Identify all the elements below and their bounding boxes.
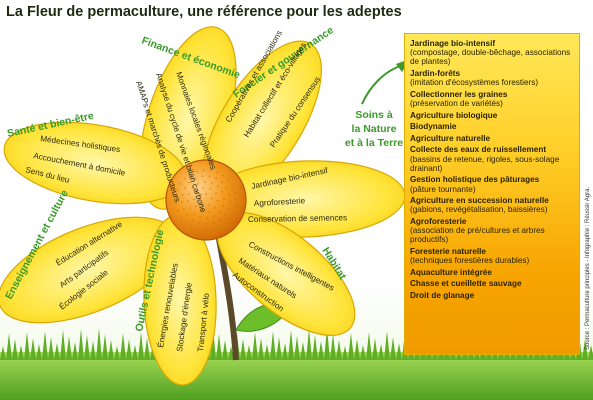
- flower-center-texture: [175, 169, 237, 231]
- page-title: La Fleur de permaculture, une référence …: [6, 4, 402, 20]
- practice-detail: (compostage, double-bêchage, association…: [410, 48, 571, 67]
- practice-item: Jardinage bio-intensif(compostage, doubl…: [410, 39, 578, 67]
- practice-name: Aquaculture intégrée: [410, 267, 492, 277]
- practices-list: Jardinage bio-intensif(compostage, doubl…: [410, 39, 578, 303]
- practice-detail: (association de pré/cultures et arbres p…: [410, 226, 545, 245]
- practice-detail: (techniques forestières durables): [410, 256, 530, 266]
- nature-title-line-2: la Nature: [352, 123, 397, 135]
- practice-name: Droit de glanage: [410, 290, 475, 300]
- practice-item: Collecte des eaux de ruissellement(bassi…: [410, 145, 578, 173]
- practice-name: Foresterie naturelle: [410, 246, 486, 256]
- practice-name: Agriculture en succession naturelle: [410, 196, 549, 206]
- practice-item: Collectionner les graines(préservation d…: [410, 90, 578, 108]
- practice-item: Droit de glanage: [410, 291, 578, 300]
- practice-item: Agriculture naturelle: [410, 134, 578, 143]
- practice-detail: (gabions, revégétalisation, baissières): [410, 205, 548, 215]
- practice-name: Agroforesterie: [410, 216, 467, 226]
- source-credit: Source : Permaculture principles - Infog…: [585, 186, 591, 350]
- practice-item: Biodynamie: [410, 122, 578, 131]
- practice-name: Collecte des eaux de ruissellement: [410, 145, 547, 155]
- practice-name: Biodynamie: [410, 122, 457, 132]
- practice-item: Agroforesterie(association de pré/cultur…: [410, 217, 578, 245]
- practice-name: Agriculture naturelle: [410, 133, 491, 143]
- practice-detail: (imitation d'écosystèmes forestiers): [410, 78, 539, 88]
- nature-title-line-3: et à la Terre: [345, 137, 403, 149]
- flower-center: [165, 159, 247, 241]
- petal-item: Agroforesterie: [254, 196, 306, 208]
- practice-item: Jardin-forêts(imitation d'écosystèmes fo…: [410, 69, 578, 87]
- practice-item: Foresterie naturelle(techniques forestiè…: [410, 247, 578, 265]
- practices-panel: Jardinage bio-intensif(compostage, doubl…: [404, 33, 580, 355]
- practice-detail: (bassins de retenue, rigoles, sous-solag…: [410, 154, 560, 173]
- practice-name: Chasse et cueillette sauvage: [410, 279, 522, 289]
- practice-detail: (préservation de variétés): [410, 99, 503, 108]
- petal-item: Conservation de semences: [248, 213, 347, 224]
- practice-item: Aquaculture intégrée: [410, 268, 578, 277]
- practice-name: Jardin-forêts: [410, 69, 461, 78]
- nature-title-line-1: Soins à: [355, 109, 393, 121]
- practice-item: Agriculture biologique: [410, 111, 578, 120]
- practice-name: Gestion holistique des pâturages: [410, 175, 540, 185]
- grass: [0, 328, 593, 400]
- practice-name: Collectionner les graines: [410, 89, 508, 99]
- practice-name: Jardinage bio-intensif: [410, 39, 496, 48]
- practice-item: Gestion holistique des pâturages(pâture …: [410, 175, 578, 193]
- practice-detail: (pâture tournante): [410, 184, 476, 194]
- practice-item: Agriculture en succession naturelle(gabi…: [410, 196, 578, 214]
- arrow-shaft: [361, 65, 401, 105]
- practice-name: Agriculture biologique: [410, 110, 498, 120]
- practice-item: Chasse et cueillette sauvage: [410, 279, 578, 288]
